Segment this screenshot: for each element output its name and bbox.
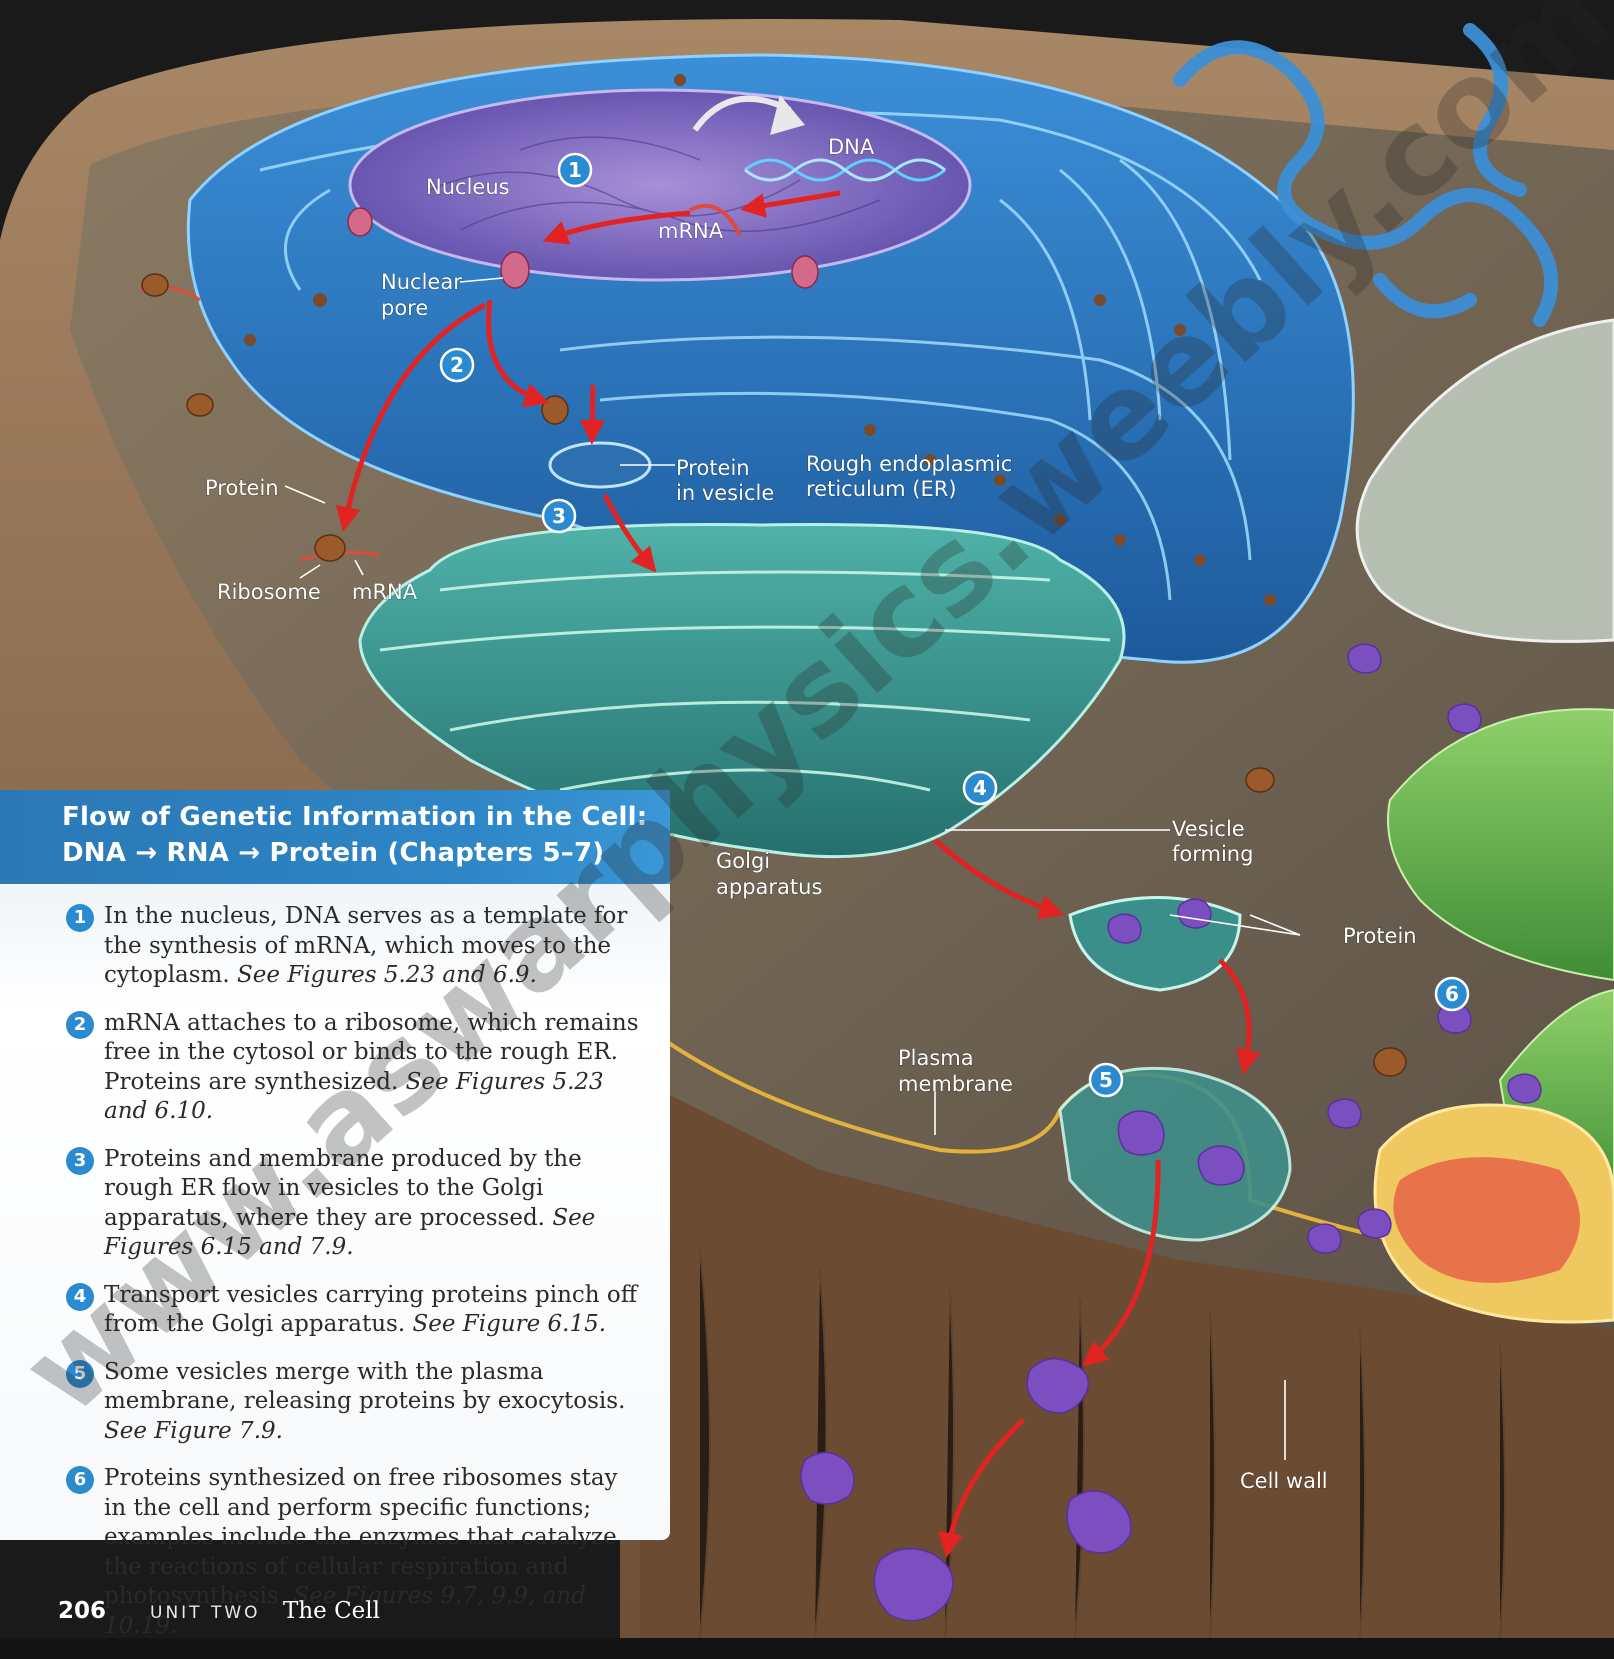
step-number-badge: 2 — [66, 1011, 94, 1039]
step-4: 4 Transport vesicles carrying proteins p… — [66, 1281, 646, 1340]
step-number-badge: 5 — [66, 1360, 94, 1388]
label-nucleus: Nucleus — [426, 175, 510, 199]
label-mrna-nucleus: mRNA — [658, 219, 724, 243]
step-1: 1 In the nucleus, DNA serves as a templa… — [66, 902, 646, 991]
label-nuclear-pore-2: pore — [381, 296, 428, 320]
step-reference: See Figures 5.23 and 6.9. — [237, 962, 537, 988]
svg-text:2: 2 — [450, 353, 464, 377]
marker-4: 4 — [964, 772, 996, 804]
label-protein-right: Protein — [1343, 924, 1417, 948]
svg-text:4: 4 — [973, 776, 987, 800]
page-number: 206 — [58, 1598, 106, 1624]
label-vesicle-forming-2: forming — [1172, 842, 1253, 866]
label-rough-er-1: Rough endoplasmic — [806, 452, 1012, 476]
step-2: 2 mRNA attaches to a ribosome, which rem… — [66, 1009, 646, 1127]
step-text: Some vesicles merge with the plasma memb… — [104, 1359, 625, 1415]
marker-6: 6 — [1436, 978, 1468, 1010]
step-number-badge: 6 — [66, 1466, 94, 1494]
label-protein-left: Protein — [205, 476, 279, 500]
label-mrna-left: mRNA — [352, 580, 418, 604]
svg-text:5: 5 — [1099, 1068, 1113, 1092]
label-cell-wall: Cell wall — [1240, 1469, 1328, 1493]
step-3: 3 Proteins and membrane produced by the … — [66, 1145, 646, 1263]
label-golgi-2: apparatus — [716, 875, 822, 899]
label-plasma-membrane-2: membrane — [898, 1072, 1013, 1096]
label-protein-in-vesicle-2: in vesicle — [676, 481, 774, 505]
marker-1: 1 — [559, 154, 591, 186]
panel-title-line-1: Flow of Genetic Information in the Cell: — [62, 802, 647, 832]
svg-text:1: 1 — [568, 158, 582, 182]
marker-5: 5 — [1090, 1064, 1122, 1096]
panel-title-bar: Flow of Genetic Information in the Cell:… — [0, 790, 670, 884]
step-number-badge: 4 — [66, 1283, 94, 1311]
label-ribosome: Ribosome — [217, 580, 321, 604]
label-vesicle-forming-1: Vesicle — [1172, 817, 1245, 841]
marker-3: 3 — [543, 500, 575, 532]
step-number-badge: 3 — [66, 1147, 94, 1175]
panel-title-line-2: DNA → RNA → Protein (Chapters 5–7) — [62, 838, 604, 868]
step-number-badge: 1 — [66, 904, 94, 932]
label-rough-er-2: reticulum (ER) — [806, 477, 957, 501]
flow-panel: Flow of Genetic Information in the Cell:… — [0, 790, 670, 1540]
step-reference: See Figure 6.15. — [412, 1311, 606, 1337]
label-dna: DNA — [828, 135, 875, 159]
label-protein-in-vesicle-1: Protein — [676, 456, 750, 480]
svg-text:6: 6 — [1445, 982, 1459, 1006]
svg-text:3: 3 — [552, 504, 566, 528]
step-reference: See Figure 7.9. — [104, 1418, 283, 1444]
step-text: Proteins and membrane produced by the ro… — [104, 1146, 582, 1231]
step-5: 5 Some vesicles merge with the plasma me… — [66, 1358, 646, 1447]
chapter-label: The Cell — [283, 1598, 380, 1624]
unit-label: UNIT TWO — [150, 1603, 261, 1623]
label-nuclear-pore-1: Nuclear — [381, 270, 462, 294]
step-list: 1 In the nucleus, DNA serves as a templa… — [66, 902, 646, 1659]
label-plasma-membrane-1: Plasma — [898, 1046, 974, 1070]
marker-2: 2 — [441, 349, 473, 381]
label-golgi-1: Golgi — [716, 849, 770, 873]
